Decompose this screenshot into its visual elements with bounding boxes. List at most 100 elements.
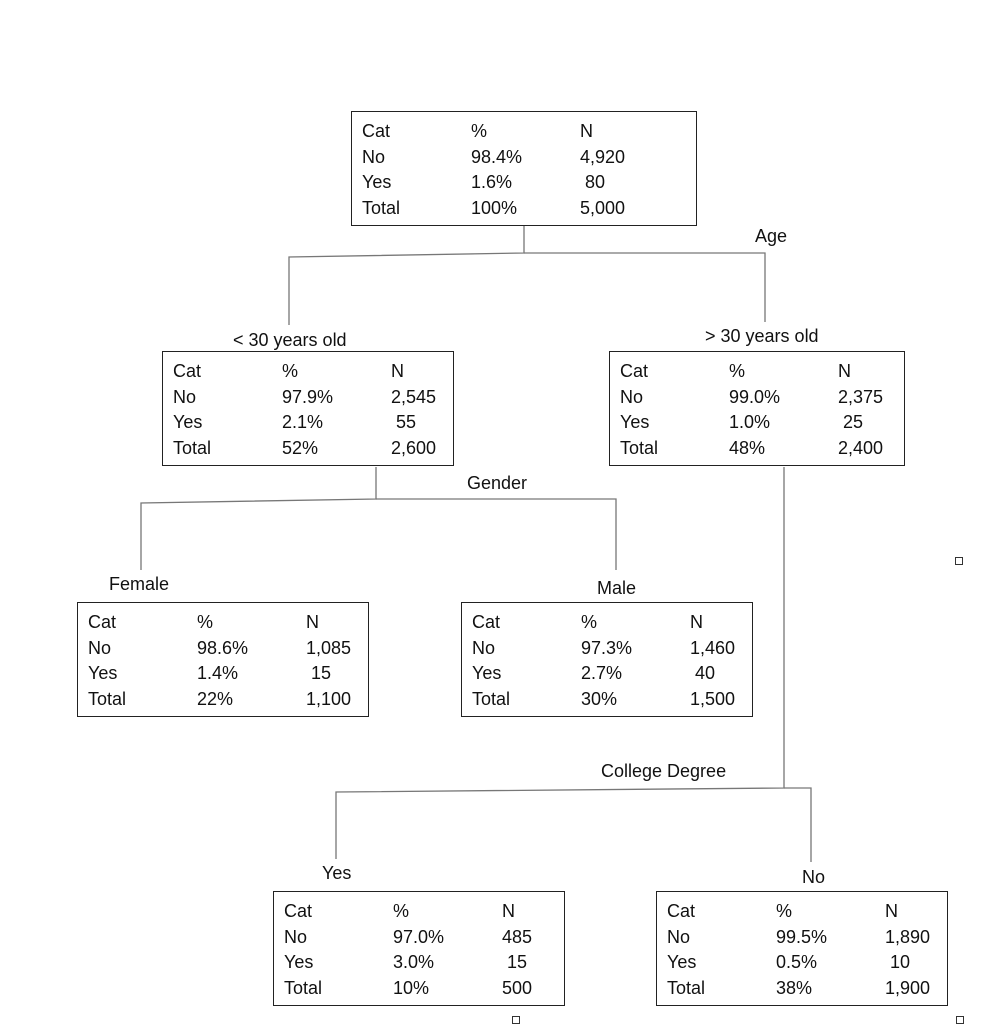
header-pct: %: [776, 901, 793, 921]
cell-pct: 1.4%: [197, 663, 239, 683]
cell-pct: 99.5%: [776, 926, 828, 947]
cell-n: 2,400: [838, 437, 884, 458]
cell-pct: 3.0%: [393, 952, 435, 972]
cell-pct: 38%: [776, 977, 813, 998]
header-cat: Cat: [284, 901, 313, 921]
cell-pct: 1.6%: [471, 172, 513, 192]
cell-pct: 100%: [471, 197, 518, 218]
cell-n: 25: [838, 412, 864, 432]
header-pct: %: [581, 612, 598, 632]
cell-cat: No: [284, 926, 308, 947]
cell-n: 1,500: [690, 688, 736, 709]
header-n: N: [690, 612, 703, 632]
cell-n: 2,600: [391, 437, 437, 458]
node-table: Cat% N No 97.0% 485 Yes 3.0% 15 Total 10% 500: [284, 899, 532, 1001]
cell-cat: Total: [620, 437, 659, 458]
branch-label-male: Male: [597, 578, 637, 598]
cell-n: 15: [502, 952, 528, 972]
cell-pct: 97.0%: [393, 926, 445, 947]
cell-cat: Total: [472, 688, 511, 709]
connector-gender: [140, 467, 377, 570]
cell-cat: No: [667, 926, 691, 947]
header-cat: Cat: [620, 361, 649, 381]
resize-handle[interactable]: [956, 1016, 964, 1024]
connector-gender-right: [376, 498, 617, 570]
cell-n: 1,890: [885, 926, 931, 947]
cell-cat: Total: [88, 688, 127, 709]
branch-label-college-yes: Yes: [322, 863, 352, 883]
cell-cat: Yes: [667, 952, 697, 972]
resize-handle[interactable]: [512, 1016, 520, 1024]
cell-n: 15: [306, 663, 332, 683]
connector-college-right: [784, 787, 812, 862]
cell-pct: 97.3%: [581, 637, 633, 658]
header-cat: Cat: [362, 121, 391, 141]
cell-n: 1,100: [306, 688, 352, 709]
cell-cat: Total: [173, 437, 212, 458]
cell-n: 5,000: [580, 197, 626, 218]
cell-n: 1,085: [306, 637, 352, 658]
cell-cat: Yes: [88, 663, 118, 683]
cell-pct: 99.0%: [729, 386, 781, 407]
cell-pct: 2.1%: [282, 412, 324, 432]
header-cat: Cat: [667, 901, 696, 921]
cell-cat: Total: [667, 977, 706, 998]
header-n: N: [502, 901, 515, 921]
cell-cat: Yes: [284, 952, 314, 972]
cell-n: 80: [580, 172, 606, 192]
header-cat: Cat: [173, 361, 202, 381]
cell-cat: No: [362, 146, 386, 167]
cell-cat: Total: [284, 977, 323, 998]
branch-label-under30: < 30 years old: [233, 330, 347, 350]
header-cat: Cat: [88, 612, 117, 632]
cell-pct: 98.4%: [471, 146, 523, 167]
cell-pct: 2.7%: [581, 663, 623, 683]
branch-label-female: Female: [109, 574, 170, 594]
split-label-age: Age: [755, 226, 788, 246]
cell-pct: 22%: [197, 688, 234, 709]
branch-label-over30: > 30 years old: [705, 326, 819, 346]
cell-pct: 1.0%: [729, 412, 771, 432]
cell-pct: 10%: [393, 977, 430, 998]
header-pct: %: [197, 612, 214, 632]
resize-handle[interactable]: [955, 557, 963, 565]
cell-cat: Total: [362, 197, 401, 218]
cell-n: 4,920: [580, 146, 626, 167]
cell-pct: 30%: [581, 688, 618, 709]
cell-n: 2,545: [391, 386, 437, 407]
cell-n: 1,460: [690, 637, 736, 658]
header-pct: %: [471, 121, 488, 141]
connector-age-right: [524, 252, 766, 322]
header-n: N: [838, 361, 851, 381]
cell-cat: Yes: [173, 412, 203, 432]
cell-cat: Yes: [472, 663, 502, 683]
cell-cat: No: [620, 386, 644, 407]
header-n: N: [391, 361, 404, 381]
cell-pct: 48%: [729, 437, 766, 458]
header-n: N: [580, 121, 593, 141]
cell-cat: No: [472, 637, 496, 658]
split-label-college: College Degree: [601, 761, 727, 781]
header-n: N: [306, 612, 319, 632]
cell-cat: Yes: [620, 412, 650, 432]
cell-n: 1,900: [885, 977, 931, 998]
header-pct: %: [393, 901, 410, 921]
cell-n: 485: [502, 926, 533, 947]
node-college-yes: Cat% N No 97.0% 485 Yes 3.0% 15 Total 10% 500: [273, 891, 565, 1006]
cell-n: 500: [502, 977, 533, 998]
cell-pct: 0.5%: [776, 952, 818, 972]
cell-pct: 97.9%: [282, 386, 334, 407]
header-n: N: [885, 901, 898, 921]
connector-age: [288, 225, 525, 325]
